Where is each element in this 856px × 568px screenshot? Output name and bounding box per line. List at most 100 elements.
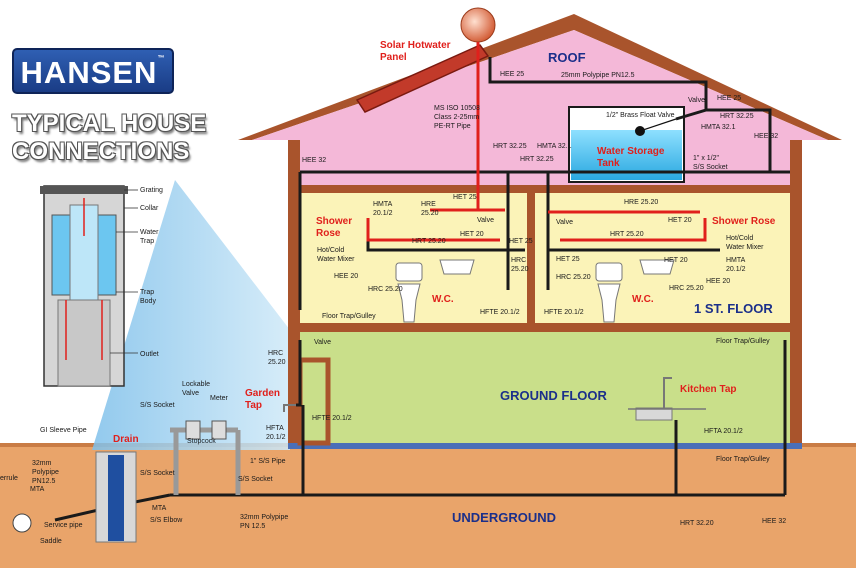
hansen-logo: HANSEN™ [12, 48, 174, 94]
wc-left-callout: W.C. [432, 294, 454, 305]
ff-hot-cold-right-line-2: Water Mixer [726, 244, 764, 251]
roof-lower [300, 140, 790, 186]
roof-ms-iso-line-2: Class 2-25mm [434, 114, 479, 121]
ff-hre2520-right: HRE 25.20 [624, 199, 658, 206]
brand-name: HANSEN™ [14, 55, 172, 91]
gf-ss-pipe: 1" S/S Pipe [250, 458, 286, 465]
drain-ss-socket: S/S Socket [140, 470, 175, 477]
roof-hee32-left: HEE 32 [302, 157, 326, 164]
roof-hmta321: HMTA 32.1 [701, 124, 736, 131]
headline-line-1: TYPICAL HOUSE [12, 110, 207, 137]
drain-mta: MTA [30, 486, 45, 493]
drain-polypipe-line-2: Polypipe [32, 469, 59, 476]
trap-label-5: Trap [140, 289, 154, 296]
gf-hrt3220: HRT 32.20 [680, 520, 714, 527]
garden-tap-callout-line-2: Tap [245, 400, 262, 411]
ff-valve-right: Valve [556, 219, 573, 226]
zone-ground-floor: GROUND FLOOR [500, 388, 607, 403]
ff-floor-trap: Floor Trap/Gulley [322, 313, 376, 320]
gf-ss-socket-mid: S/S Socket [238, 476, 273, 483]
ff-hot-cold-left-line-2: Water Mixer [317, 256, 355, 263]
wall-left [288, 140, 300, 445]
ground-floor-space [300, 332, 790, 443]
ff-hot-cold-right-line-1: Hot/Cold [726, 235, 753, 242]
solar-panel-callout-line-2: Panel [380, 52, 407, 63]
drain-gi-sleeve: GI Sleeve Pipe [40, 427, 87, 434]
ff-hmta-right-line-2: 20.1/2 [726, 266, 746, 273]
gf-meter: Meter [210, 395, 229, 402]
roof-hee25-top: HEE 25 [500, 71, 524, 78]
gf-floor-trap-low: Floor Trap/Gulley [716, 456, 770, 463]
gf-hrc-line-1: HRC [268, 350, 283, 357]
roof-hrt3225-right: HRT 32.25 [720, 113, 754, 120]
basin-left [439, 259, 475, 275]
gf-polypipe-bottom-line-2: PN 12.5 [240, 523, 265, 530]
roof-ms-iso-line-3: PE-RT Pipe [434, 123, 471, 130]
garden-tap-callout-line-1: Garden [245, 388, 280, 399]
roof-socket-line-2: S/S Socket [693, 164, 728, 171]
ceiling-slab [288, 185, 802, 193]
trap-label-7: Outlet [140, 351, 159, 358]
ff-hmta-left-line-1: HMTA [373, 201, 393, 208]
ff-het25-col: HET 25 [509, 238, 533, 245]
ff-het20-left: HET 20 [460, 231, 484, 238]
trap-label-2: Collar [140, 205, 159, 212]
trap-leaders [110, 189, 138, 354]
ff-hrc2520-left: HRC 25.20 [368, 286, 403, 293]
drain-mta2: MTA [152, 505, 167, 512]
zone-first-floor: 1 ST. FLOOR [694, 301, 773, 316]
shower-rose-left-callout-line-1: Shower [316, 216, 352, 227]
first-floor-space [300, 193, 790, 323]
trap-cutaway [40, 185, 128, 387]
gf-floor-trap-right: Floor Trap/Gulley [716, 338, 770, 345]
ff-het25: HET 25 [453, 194, 477, 201]
gf-ss-socket-top: S/S Socket [140, 402, 175, 409]
ff-hrc2520-low: HRC 25.20 [669, 285, 704, 292]
wc-right-callout: W.C. [632, 294, 654, 305]
brand-trademark: ™ [157, 55, 166, 62]
soil-band [0, 443, 856, 568]
drain-service-pipe: Service pipe [44, 522, 83, 529]
ff-hrc2520-col-line-1: HRC [511, 257, 526, 264]
ff-hre2520-left-line-2: 25.20 [421, 210, 439, 217]
water-tank-callout-line-1: Water Storage [597, 146, 665, 157]
gf-lockable-valve-line-2: Valve [182, 390, 199, 397]
solar-panel-callout-line-1: Solar Hotwater [380, 40, 451, 51]
gf-hfta-line-1: HFTA [266, 425, 284, 432]
wall-right [790, 140, 802, 445]
roof-hee25-right: HEE 25 [717, 95, 741, 102]
roof-hrt3225-mid: HRT 32.25 [493, 143, 527, 150]
hot-pipes [366, 42, 707, 242]
headline-line-2: CONNECTIONS [12, 138, 190, 165]
gf-hfta-line-2: 20.1/2 [266, 434, 286, 441]
ff-hfte-left: HFTE 20.1/2 [480, 309, 520, 316]
ff-hee20-right: HEE 20 [706, 278, 730, 285]
roof-hmta321-mid: HMTA 32.1 [537, 143, 572, 150]
gf-valve: Valve [314, 339, 331, 346]
magnify-beam [92, 180, 290, 450]
drain-callout: Drain [113, 434, 139, 445]
partition-wall [527, 193, 535, 323]
drain-ferrule: errule [0, 475, 18, 482]
basin-right [639, 259, 675, 275]
ff-hrt2520-left: HRT 25.20 [412, 238, 446, 245]
gf-polypipe-bottom-line-1: 32mm Polypipe [240, 514, 288, 521]
trap-label-1: Grating [140, 187, 163, 194]
brand-wordmark: HANSEN [20, 55, 158, 90]
gf-hfte: HFTE 20.1/2 [312, 415, 352, 422]
ff-hmta-right-line-1: HMTA [726, 257, 746, 264]
first-floor-slab [288, 323, 802, 332]
gf-stopcock: Stopcock [187, 438, 216, 445]
drain-saddle: Saddle [40, 538, 62, 545]
roof-hrt3225-low: HRT 32.25 [520, 156, 554, 163]
trap-label-6: Body [140, 298, 156, 305]
ff-hfte-right: HFTE 20.1/2 [544, 309, 584, 316]
roof-brick [238, 14, 842, 140]
gf-lockable-valve-line-1: Lockable [182, 381, 210, 388]
roof-ms-iso-line-1: MS ISO 10508 [434, 105, 480, 112]
ff-hee20-left: HEE 20 [334, 273, 358, 280]
kitchen-tap-callout: Kitchen Tap [680, 384, 736, 395]
cold-pipes [54, 57, 790, 522]
